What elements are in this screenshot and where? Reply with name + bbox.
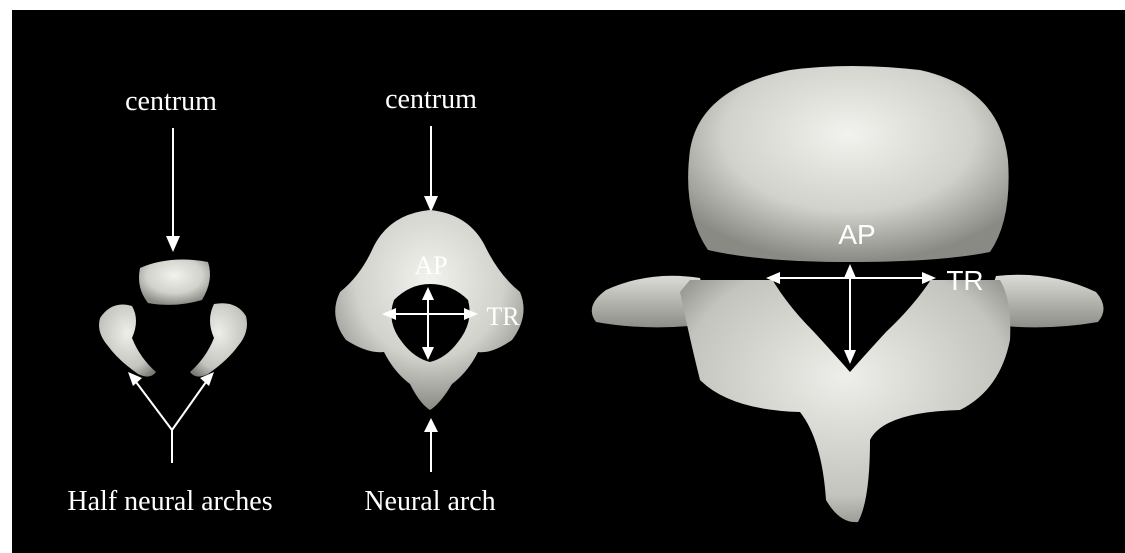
ap-label-adult: AP bbox=[838, 219, 875, 250]
half-neural-arches-label: Half neural arches bbox=[67, 486, 272, 517]
panel-fused-vertebra: centrum AP TR bbox=[335, 84, 523, 517]
half-arches-pointer bbox=[128, 372, 214, 463]
panel-early-vertebra: centrum Half neural arches bbox=[67, 86, 272, 517]
neural-arch-label: Neural arch bbox=[364, 486, 495, 517]
centrum-arrow-early bbox=[166, 128, 180, 252]
centrum-label-fused: centrum bbox=[385, 84, 477, 115]
half-arch-right bbox=[190, 303, 247, 376]
tr-label-fused: TR bbox=[486, 302, 520, 331]
centrum-arrow-fused bbox=[424, 126, 438, 212]
panel-adult-vertebra: AP TR bbox=[592, 66, 1104, 522]
ap-label-fused: AP bbox=[414, 251, 447, 280]
half-arch-left bbox=[99, 305, 156, 377]
centrum-early bbox=[139, 260, 210, 305]
neural-arch-arrow bbox=[424, 418, 438, 472]
centrum-label-early: centrum bbox=[125, 86, 217, 117]
tr-label-adult: TR bbox=[946, 265, 983, 296]
